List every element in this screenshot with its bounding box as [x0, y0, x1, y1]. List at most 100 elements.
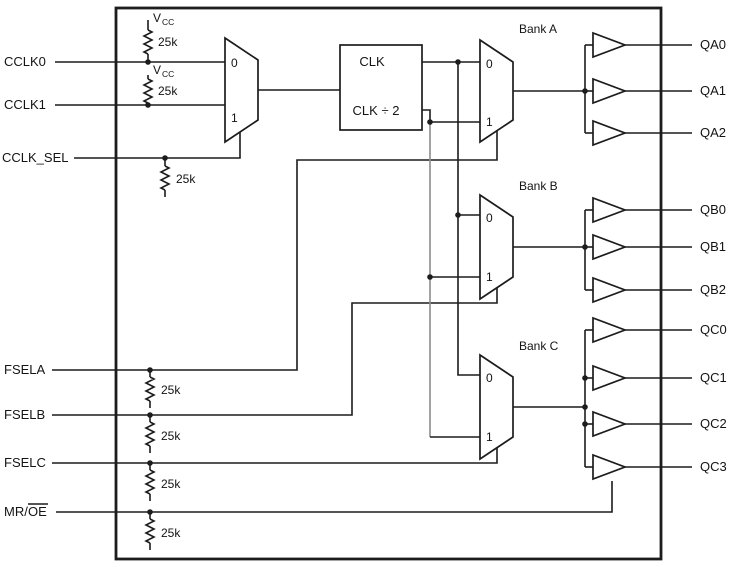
- resistor-zigzag: [144, 518, 156, 544]
- pin-label-qb2: QB2: [700, 282, 726, 297]
- pullup-resistor-cclk1: V CC 25k: [142, 63, 178, 105]
- mux-input-1-label: 1: [486, 115, 493, 129]
- junction-dot: [455, 59, 461, 65]
- input-pin-labels: CCLK0 CCLK1 CCLK_SEL FSELA FSELB FSELC M…: [2, 54, 68, 519]
- resistor-zigzag: [142, 78, 154, 104]
- junction-dot: [145, 102, 151, 108]
- wire-mr-oe: [56, 481, 613, 513]
- resistor-zigzag: [159, 165, 171, 191]
- pulldown-resistor-fsela: 25k: [144, 370, 181, 408]
- junction-dot: [427, 274, 433, 280]
- output-buffer-qc1: [592, 364, 628, 392]
- pullup-resistor-cclk0: V CC 25k: [142, 11, 178, 62]
- bank-b-mux: Bank B 0 1: [479, 179, 586, 301]
- pin-label-qc2: QC2: [700, 416, 727, 431]
- resistor-value: 25k: [161, 526, 181, 540]
- junction-dot: [582, 404, 588, 410]
- resistor-value: 25k: [161, 383, 181, 397]
- bank-c-label: Bank C: [519, 339, 559, 353]
- junction-dot: [147, 412, 153, 418]
- junction-dot: [455, 212, 461, 218]
- pulldown-resistor-mr-oe: 25k: [144, 512, 181, 550]
- pin-label-fselc: FSELC: [4, 455, 46, 470]
- junction-dot: [582, 421, 588, 427]
- output-buffer-qc2: [592, 410, 628, 438]
- output-buffer-qa1: [592, 77, 628, 105]
- pin-label-mr: MR/: [4, 504, 28, 519]
- output-buffer-qa2: [592, 119, 628, 147]
- vcc-subscript: CC: [162, 69, 174, 79]
- clock-select-mux: 0 1: [224, 36, 340, 144]
- wire-fselc: [52, 448, 498, 464]
- output-pin-labels: QA0 QA1 QA2 QB0 QB1 QB2 QC0 QC1 QC2 QC3: [700, 37, 727, 474]
- wire-cclk-sel: [74, 132, 241, 159]
- pin-label-qb1: QB1: [700, 239, 726, 254]
- resistor-value: 25k: [161, 477, 181, 491]
- bank-b-label: Bank B: [519, 179, 558, 193]
- mux-input-1-label: 1: [486, 270, 493, 284]
- resistor-value: 25k: [158, 84, 178, 98]
- junction-dot: [147, 509, 153, 515]
- pin-label-fsela: FSELA: [4, 362, 46, 377]
- junction-dot: [582, 375, 588, 381]
- pin-label-qa2: QA2: [700, 125, 726, 140]
- junction-dot: [427, 119, 433, 125]
- div2-net-to-bank-a: [422, 109, 480, 123]
- junction-dot: [147, 460, 153, 466]
- output-buffer-qb2: [592, 276, 628, 304]
- wire-fselb: [52, 288, 498, 416]
- mux-input-0-label: 0: [486, 57, 493, 71]
- vcc-label: V: [153, 63, 161, 77]
- pin-label-cclk0: CCLK0: [4, 54, 46, 69]
- junction-dot: [145, 59, 151, 65]
- pulldown-resistor-cclk-sel: 25k: [159, 158, 196, 197]
- pin-label-qb0: QB0: [700, 202, 726, 217]
- pulldown-resistor-fselc: 25k: [144, 463, 181, 501]
- output-buffer-qb0: [592, 196, 628, 224]
- junction-dot: [162, 155, 168, 161]
- pin-label-qc3: QC3: [700, 459, 727, 474]
- pin-label-qa1: QA1: [700, 83, 726, 98]
- clk-net-vertical: [457, 62, 480, 376]
- bank-a-label: Bank A: [519, 22, 557, 36]
- mux-body: [479, 38, 514, 144]
- pin-label-fselb: FSELB: [4, 407, 45, 422]
- junction-dot: [147, 367, 153, 373]
- pin-label-cclk-sel: CCLK_SEL: [2, 150, 68, 165]
- pin-label-qc1: QC1: [700, 370, 727, 385]
- mux-input-1-label: 1: [486, 430, 493, 444]
- input-wires: [52, 61, 613, 513]
- clk-output-label: CLK: [359, 54, 385, 69]
- output-buffers: [585, 31, 692, 481]
- mux-input-0-label: 0: [486, 211, 493, 225]
- wire-fsela: [52, 131, 498, 371]
- output-buffer-qc3: [592, 453, 628, 481]
- junction-dots: [145, 59, 588, 515]
- vcc-label: V: [153, 11, 161, 25]
- bank-a-mux: Bank A 0 1: [479, 22, 586, 144]
- output-buffer-qa0: [592, 31, 628, 59]
- pin-label-qa0: QA0: [700, 37, 726, 52]
- resistor-zigzag: [144, 469, 156, 495]
- mux-input-1-label: 1: [231, 111, 238, 125]
- output-buffer-qc0: [592, 316, 628, 344]
- pin-label-qc0: QC0: [700, 322, 727, 337]
- resistor-value: 25k: [158, 35, 178, 49]
- mux-body: [224, 36, 259, 144]
- mux-input-0-label: 0: [231, 56, 238, 70]
- junction-dot: [582, 88, 588, 94]
- pulldown-resistor-fselb: 25k: [144, 415, 181, 453]
- mux-body: [479, 353, 514, 461]
- divider-box: [339, 44, 423, 131]
- bank-c-mux: Bank C 0 1: [479, 330, 586, 467]
- clock-nets: [422, 61, 480, 438]
- resistor-zigzag: [144, 421, 156, 447]
- pin-label-oe: OE: [28, 504, 47, 519]
- ic-boundary-box: [114, 6, 663, 561]
- pin-label-cclk1: CCLK1: [4, 97, 46, 112]
- junction-dot: [582, 244, 588, 250]
- vcc-subscript: CC: [162, 17, 174, 27]
- resistor-value: 25k: [161, 429, 181, 443]
